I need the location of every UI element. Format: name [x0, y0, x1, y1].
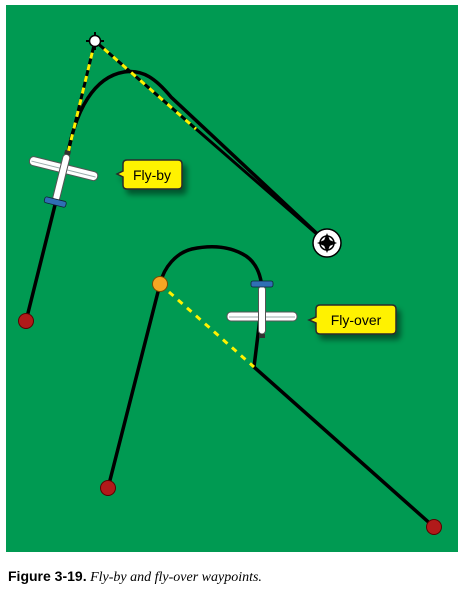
flyby-waypoint-icon [86, 32, 104, 50]
flyover-airplane-icon [226, 280, 298, 338]
flyover-waypoint-icon [152, 276, 168, 292]
flyby-airplane-icon [28, 149, 99, 208]
flyover-end-point [426, 519, 442, 535]
caption-label: Figure 3-19. [8, 568, 87, 584]
field-background [6, 5, 458, 552]
diagram-canvas: Fly-by Fly-over [6, 5, 458, 552]
flyby-callout-label: Fly-by [133, 167, 171, 183]
flyover-callout [307, 304, 397, 335]
flyby-end-waypoint-icon [312, 228, 342, 258]
figure-caption: Figure 3-19. Fly-by and fly-over waypoin… [8, 568, 458, 586]
flyby-callout [115, 159, 183, 190]
flyby-start-point [18, 313, 34, 329]
flyby-actual-track [24, 69, 329, 322]
flyby-dashed-leg [66, 40, 97, 154]
flyover-start-point [100, 480, 116, 496]
caption-text: Fly-by and fly-over waypoints. [90, 570, 262, 585]
flyover-dashed-leg [159, 282, 255, 369]
flyover-callout-label: Fly-over [331, 312, 382, 328]
flyby-dashed-leg-outbound [94, 39, 197, 131]
